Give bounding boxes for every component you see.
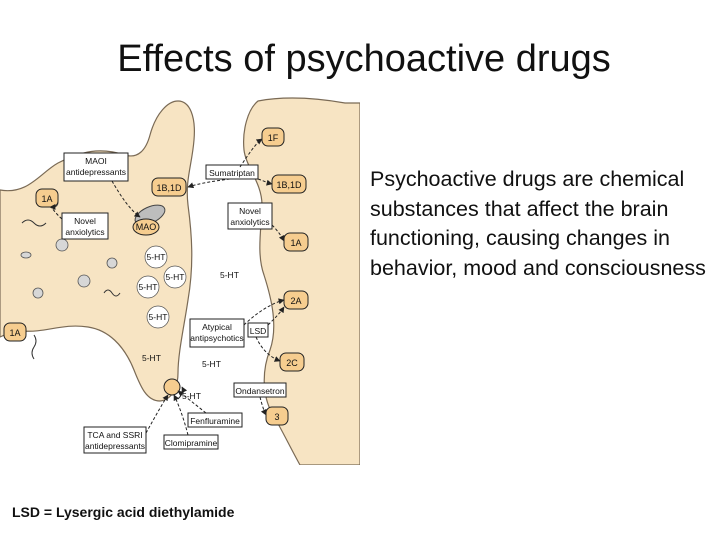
svg-text:1A: 1A	[41, 194, 52, 204]
svg-text:antidepressants: antidepressants	[85, 441, 145, 451]
svg-text:anxiolytics: anxiolytics	[230, 217, 269, 227]
svg-text:5-HT: 5-HT	[166, 272, 185, 282]
serotonin-molecule: 5-HT	[137, 276, 159, 298]
drug-box-ondansetron: Ondansetron	[234, 383, 286, 397]
drug-box-novel-anxiolytics-left: Novel anxiolytics	[62, 213, 108, 239]
drug-box-lsd: LSD	[248, 323, 268, 337]
drug-box-clomipramine: Clomipramine	[164, 435, 218, 449]
reuptake-transporter	[164, 379, 180, 395]
svg-text:1A: 1A	[9, 328, 20, 338]
drug-box-fenfluramine: Fenfluramine	[188, 413, 242, 427]
receptor-1f: 1F	[262, 128, 284, 146]
serotonin-molecule: 5-HT	[147, 306, 169, 328]
serotonin-label: 5-HT	[142, 353, 161, 363]
svg-text:TCA and SSRI: TCA and SSRI	[87, 430, 142, 440]
svg-text:1F: 1F	[268, 133, 279, 143]
description-text: Psychoactive drugs are chemical substanc…	[370, 165, 720, 283]
svg-text:antipsychotics: antipsychotics	[190, 333, 243, 343]
receptor-1a-left-low: 1A	[4, 323, 26, 341]
drug-box-novel-anxiolytics-right: Novel anxiolytics	[228, 203, 272, 229]
svg-text:anxiolytics: anxiolytics	[65, 227, 104, 237]
svg-text:LSD: LSD	[250, 326, 267, 336]
serotonin-label: 5-HT	[220, 270, 239, 280]
svg-text:antidepressants: antidepressants	[66, 167, 126, 177]
drug-box-sumatriptan: Sumatriptan	[206, 165, 258, 179]
svg-text:5-HT: 5-HT	[147, 252, 166, 262]
svg-text:Clomipramine: Clomipramine	[165, 438, 218, 448]
drug-box-maoi: MAOI antidepressants	[64, 153, 128, 181]
svg-text:2C: 2C	[286, 358, 298, 368]
svg-text:1B,1D: 1B,1D	[276, 180, 302, 190]
receptor-2a: 2A	[284, 291, 308, 309]
serotonin-molecule: 5-HT	[164, 266, 186, 288]
drug-box-tca-ssri: TCA and SSRI antidepressants	[84, 427, 146, 453]
receptor-1a-left: 1A	[36, 189, 58, 207]
page-title: Effects of psychoactive drugs	[0, 38, 728, 81]
svg-text:5-HT: 5-HT	[139, 282, 158, 292]
svg-text:1A: 1A	[290, 238, 301, 248]
postsynaptic-cell	[244, 98, 360, 465]
svg-text:Fenfluramine: Fenfluramine	[190, 416, 240, 426]
svg-text:Sumatriptan: Sumatriptan	[209, 168, 255, 178]
mao-enzyme: MAO	[133, 219, 159, 235]
receptor-1b1d-pre: 1B,1D	[152, 178, 186, 196]
serotonin-molecule: 5-HT	[145, 246, 167, 268]
receptor-1b1d-post: 1B,1D	[272, 175, 306, 193]
svg-text:MAO: MAO	[136, 222, 157, 232]
receptor-1a-post: 1A	[284, 233, 308, 251]
svg-text:Novel: Novel	[239, 206, 261, 216]
svg-text:Ondansetron: Ondansetron	[235, 386, 284, 396]
svg-text:MAOI: MAOI	[85, 156, 107, 166]
svg-text:2A: 2A	[290, 296, 301, 306]
serotonin-label: 5-HT	[202, 359, 221, 369]
receptor-2c: 2C	[280, 353, 304, 371]
serotonin-synapse-diagram: 1B,1D 1A 1A MAO 5-HT 5-HT 5-HT 5-HT 5-HT…	[0, 95, 360, 465]
svg-text:Atypical: Atypical	[202, 322, 232, 332]
svg-text:3: 3	[274, 412, 279, 422]
svg-text:5-HT: 5-HT	[149, 312, 168, 322]
receptor-3: 3	[266, 407, 288, 425]
svg-text:1B,1D: 1B,1D	[156, 183, 182, 193]
footnote: LSD = Lysergic acid diethylamide	[12, 504, 234, 520]
drug-box-atypical-antipsychotics: Atypical antipsychotics	[190, 319, 244, 347]
svg-text:Novel: Novel	[74, 216, 96, 226]
